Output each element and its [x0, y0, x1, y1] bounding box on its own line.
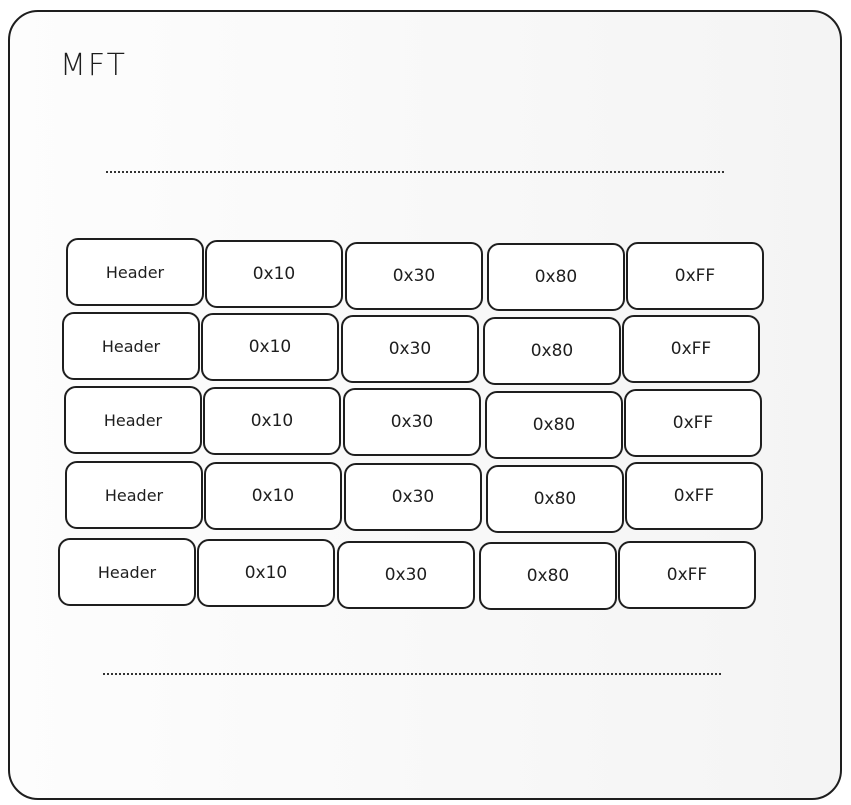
attribute-cell: 0x80	[486, 465, 624, 533]
attribute-cell: 0x10	[203, 387, 341, 455]
header-cell: Header	[64, 386, 202, 454]
attribute-cell: 0x10	[201, 313, 339, 381]
attribute-cell: 0x30	[341, 315, 479, 383]
bottom-dotted-line	[103, 673, 721, 675]
attribute-cell: 0x10	[197, 539, 335, 607]
header-cell: Header	[58, 538, 196, 606]
attribute-cell: 0x30	[345, 242, 483, 310]
attribute-cell: 0x10	[205, 240, 343, 308]
attribute-cell: 0xFF	[625, 462, 763, 530]
header-cell: Header	[66, 238, 204, 306]
attribute-cell: 0x30	[337, 541, 475, 609]
attribute-cell: 0xFF	[624, 389, 762, 457]
attribute-cell: 0x80	[485, 391, 623, 459]
attribute-cell: 0xFF	[622, 315, 760, 383]
attribute-cell: 0x80	[487, 243, 625, 311]
attribute-cell: 0xFF	[618, 541, 756, 609]
attribute-cell: 0x30	[343, 388, 481, 456]
header-cell: Header	[65, 461, 203, 529]
attribute-cell: 0x80	[479, 542, 617, 610]
attribute-cell: 0x80	[483, 317, 621, 385]
header-cell: Header	[62, 312, 200, 380]
diagram-title: MFT	[60, 48, 127, 83]
attribute-cell: 0xFF	[626, 242, 764, 310]
attribute-cell: 0x10	[204, 462, 342, 530]
top-dotted-line	[106, 171, 724, 173]
attribute-cell: 0x30	[344, 463, 482, 531]
